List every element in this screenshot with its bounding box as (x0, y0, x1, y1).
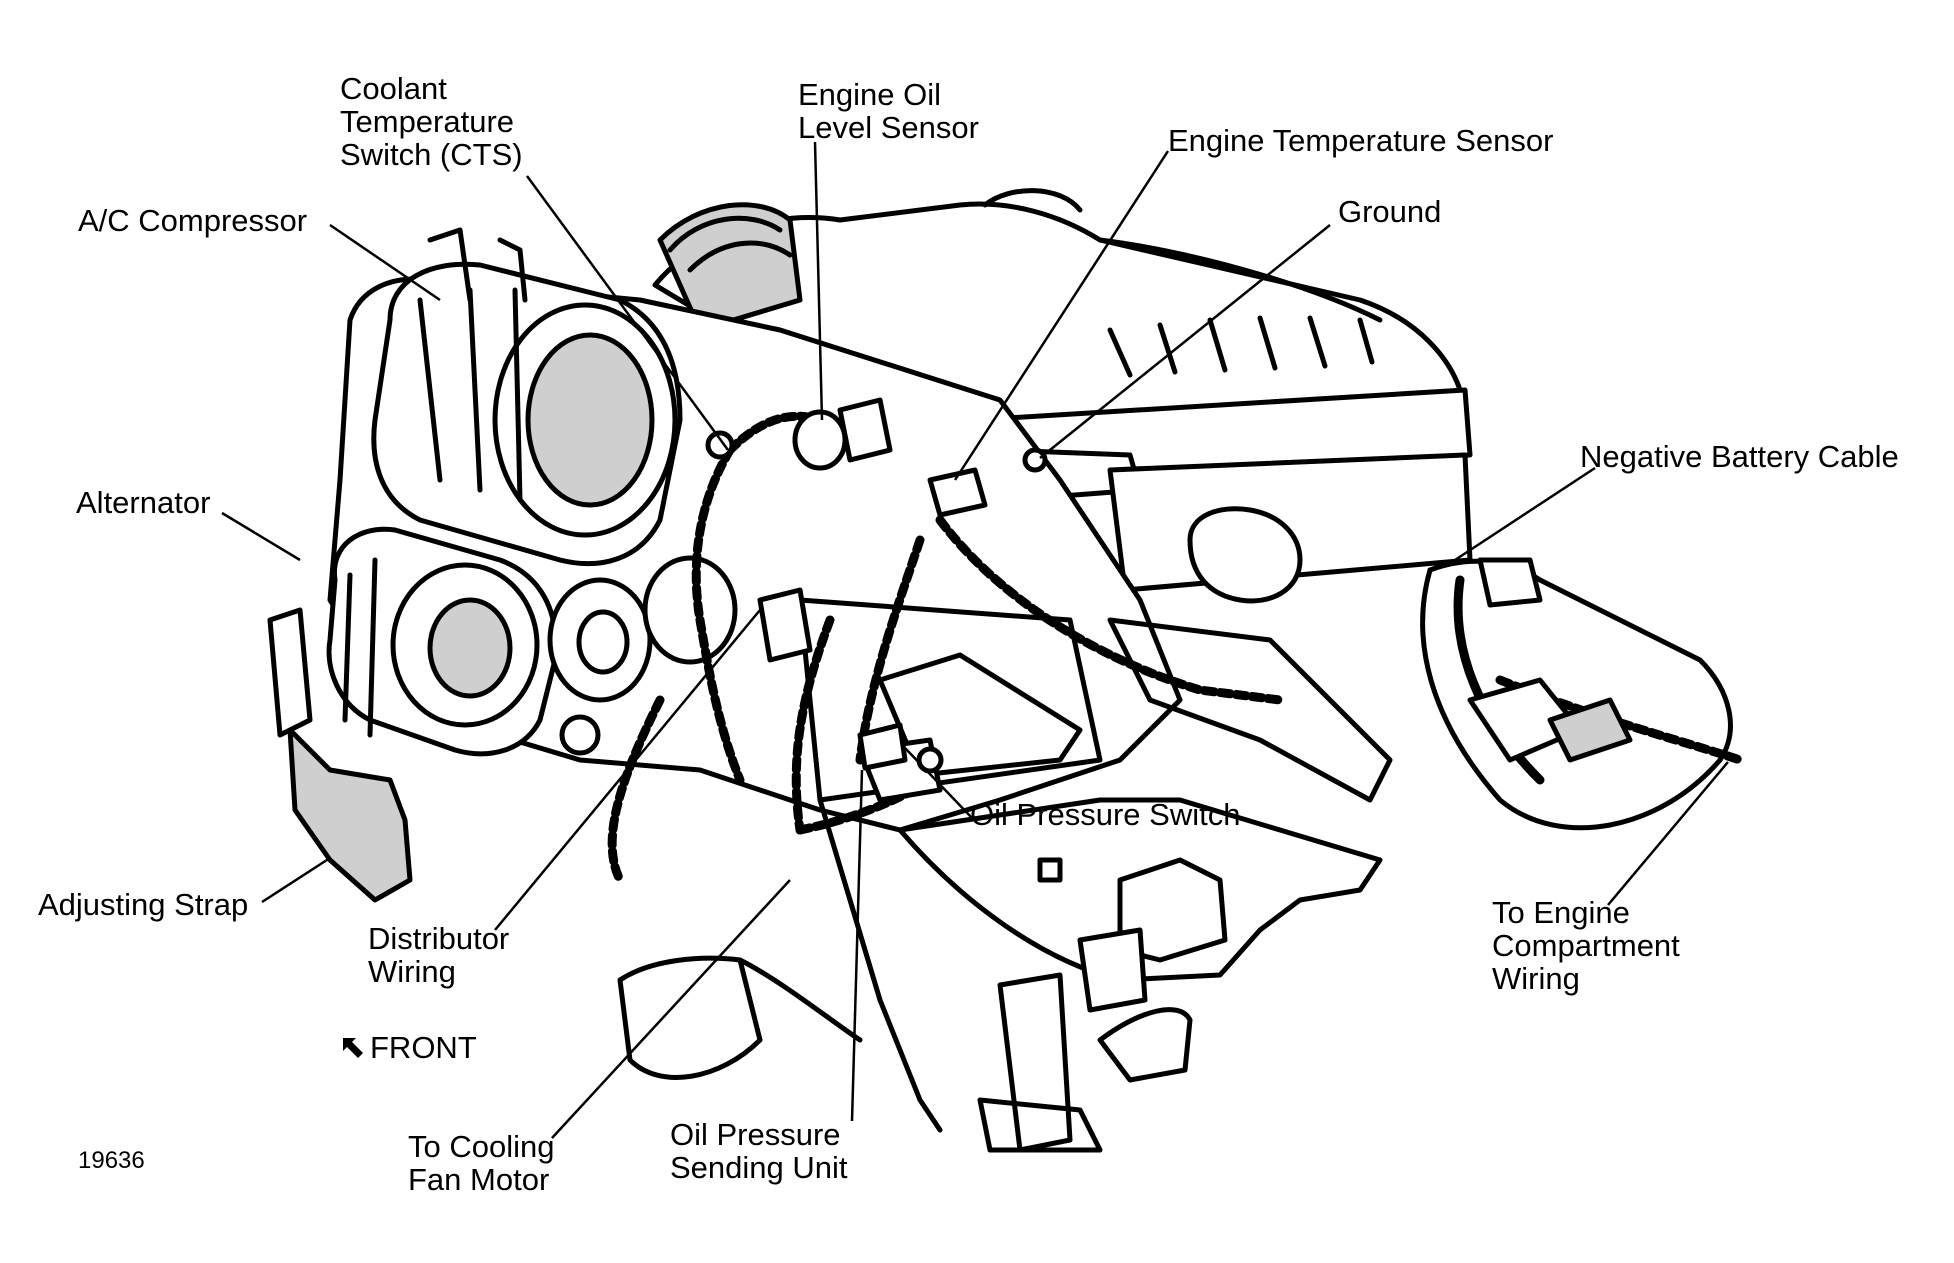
label-ground: Ground (1338, 194, 1442, 229)
leader-negative-battery-cable (1454, 466, 1596, 562)
transaxle (897, 797, 1383, 1153)
arrow-up-left-icon (343, 1037, 363, 1058)
label-engine-oil-level-sensor: Engine Oil Level Sensor (798, 77, 979, 145)
label-ac-compressor: A/C Compressor (78, 203, 308, 238)
label-coolant-temperature-switch: Coolant Temperature Switch (CTS) (340, 71, 523, 172)
front-label: FRONT (370, 1030, 477, 1065)
leader-alternator (221, 511, 301, 562)
leader-oil-pressure-sending-unit (850, 769, 864, 1122)
harness-connectors (1420, 557, 1733, 831)
label-negative-battery-cable: Negative Battery Cable (1580, 439, 1899, 474)
label-oil-pressure-switch: Oil Pressure Switch (970, 797, 1241, 832)
ac-compressor (371, 227, 683, 567)
leader-coolant-temperature-switch (525, 175, 730, 451)
leader-ac-compressor (329, 223, 441, 302)
leader-distributor-wiring (494, 609, 761, 931)
label-alternator: Alternator (76, 485, 211, 520)
label-engine-temperature-sensor: Engine Temperature Sensor (1168, 123, 1554, 158)
label-adjusting-strap: Adjusting Strap (38, 887, 249, 922)
alternator-part (326, 526, 559, 757)
leader-oil-pressure-switch (904, 747, 973, 819)
valve-cover (657, 202, 803, 333)
label-to-engine-compartment-wiring: To Engine Compartment Wiring (1492, 895, 1680, 996)
leader-to-cooling-fan-motor (551, 879, 791, 1139)
sensors (705, 397, 1048, 774)
label-distributor-wiring: Distributor Wiring (368, 921, 510, 989)
label-to-cooling-fan-motor: To Cooling Fan Motor (408, 1129, 555, 1197)
leader-ground (1039, 224, 1331, 459)
leader-engine-temperature-sensor (953, 150, 1170, 481)
pulleys (547, 555, 738, 756)
leader-lines (221, 141, 1729, 1139)
leader-to-engine-compartment-wiring (1607, 761, 1729, 906)
front-indicator: FRONT (342, 1031, 477, 1064)
figure-number: 19636 (78, 1147, 145, 1174)
leader-engine-oil-level-sensor (813, 141, 824, 421)
wiring-harness (607, 411, 1745, 885)
leader-adjusting-strap (261, 856, 331, 904)
engine-illustration (267, 188, 1745, 1153)
label-oil-pressure-sending-unit: Oil Pressure Sending Unit (670, 1117, 848, 1185)
adjusting-strap-part (267, 607, 413, 903)
